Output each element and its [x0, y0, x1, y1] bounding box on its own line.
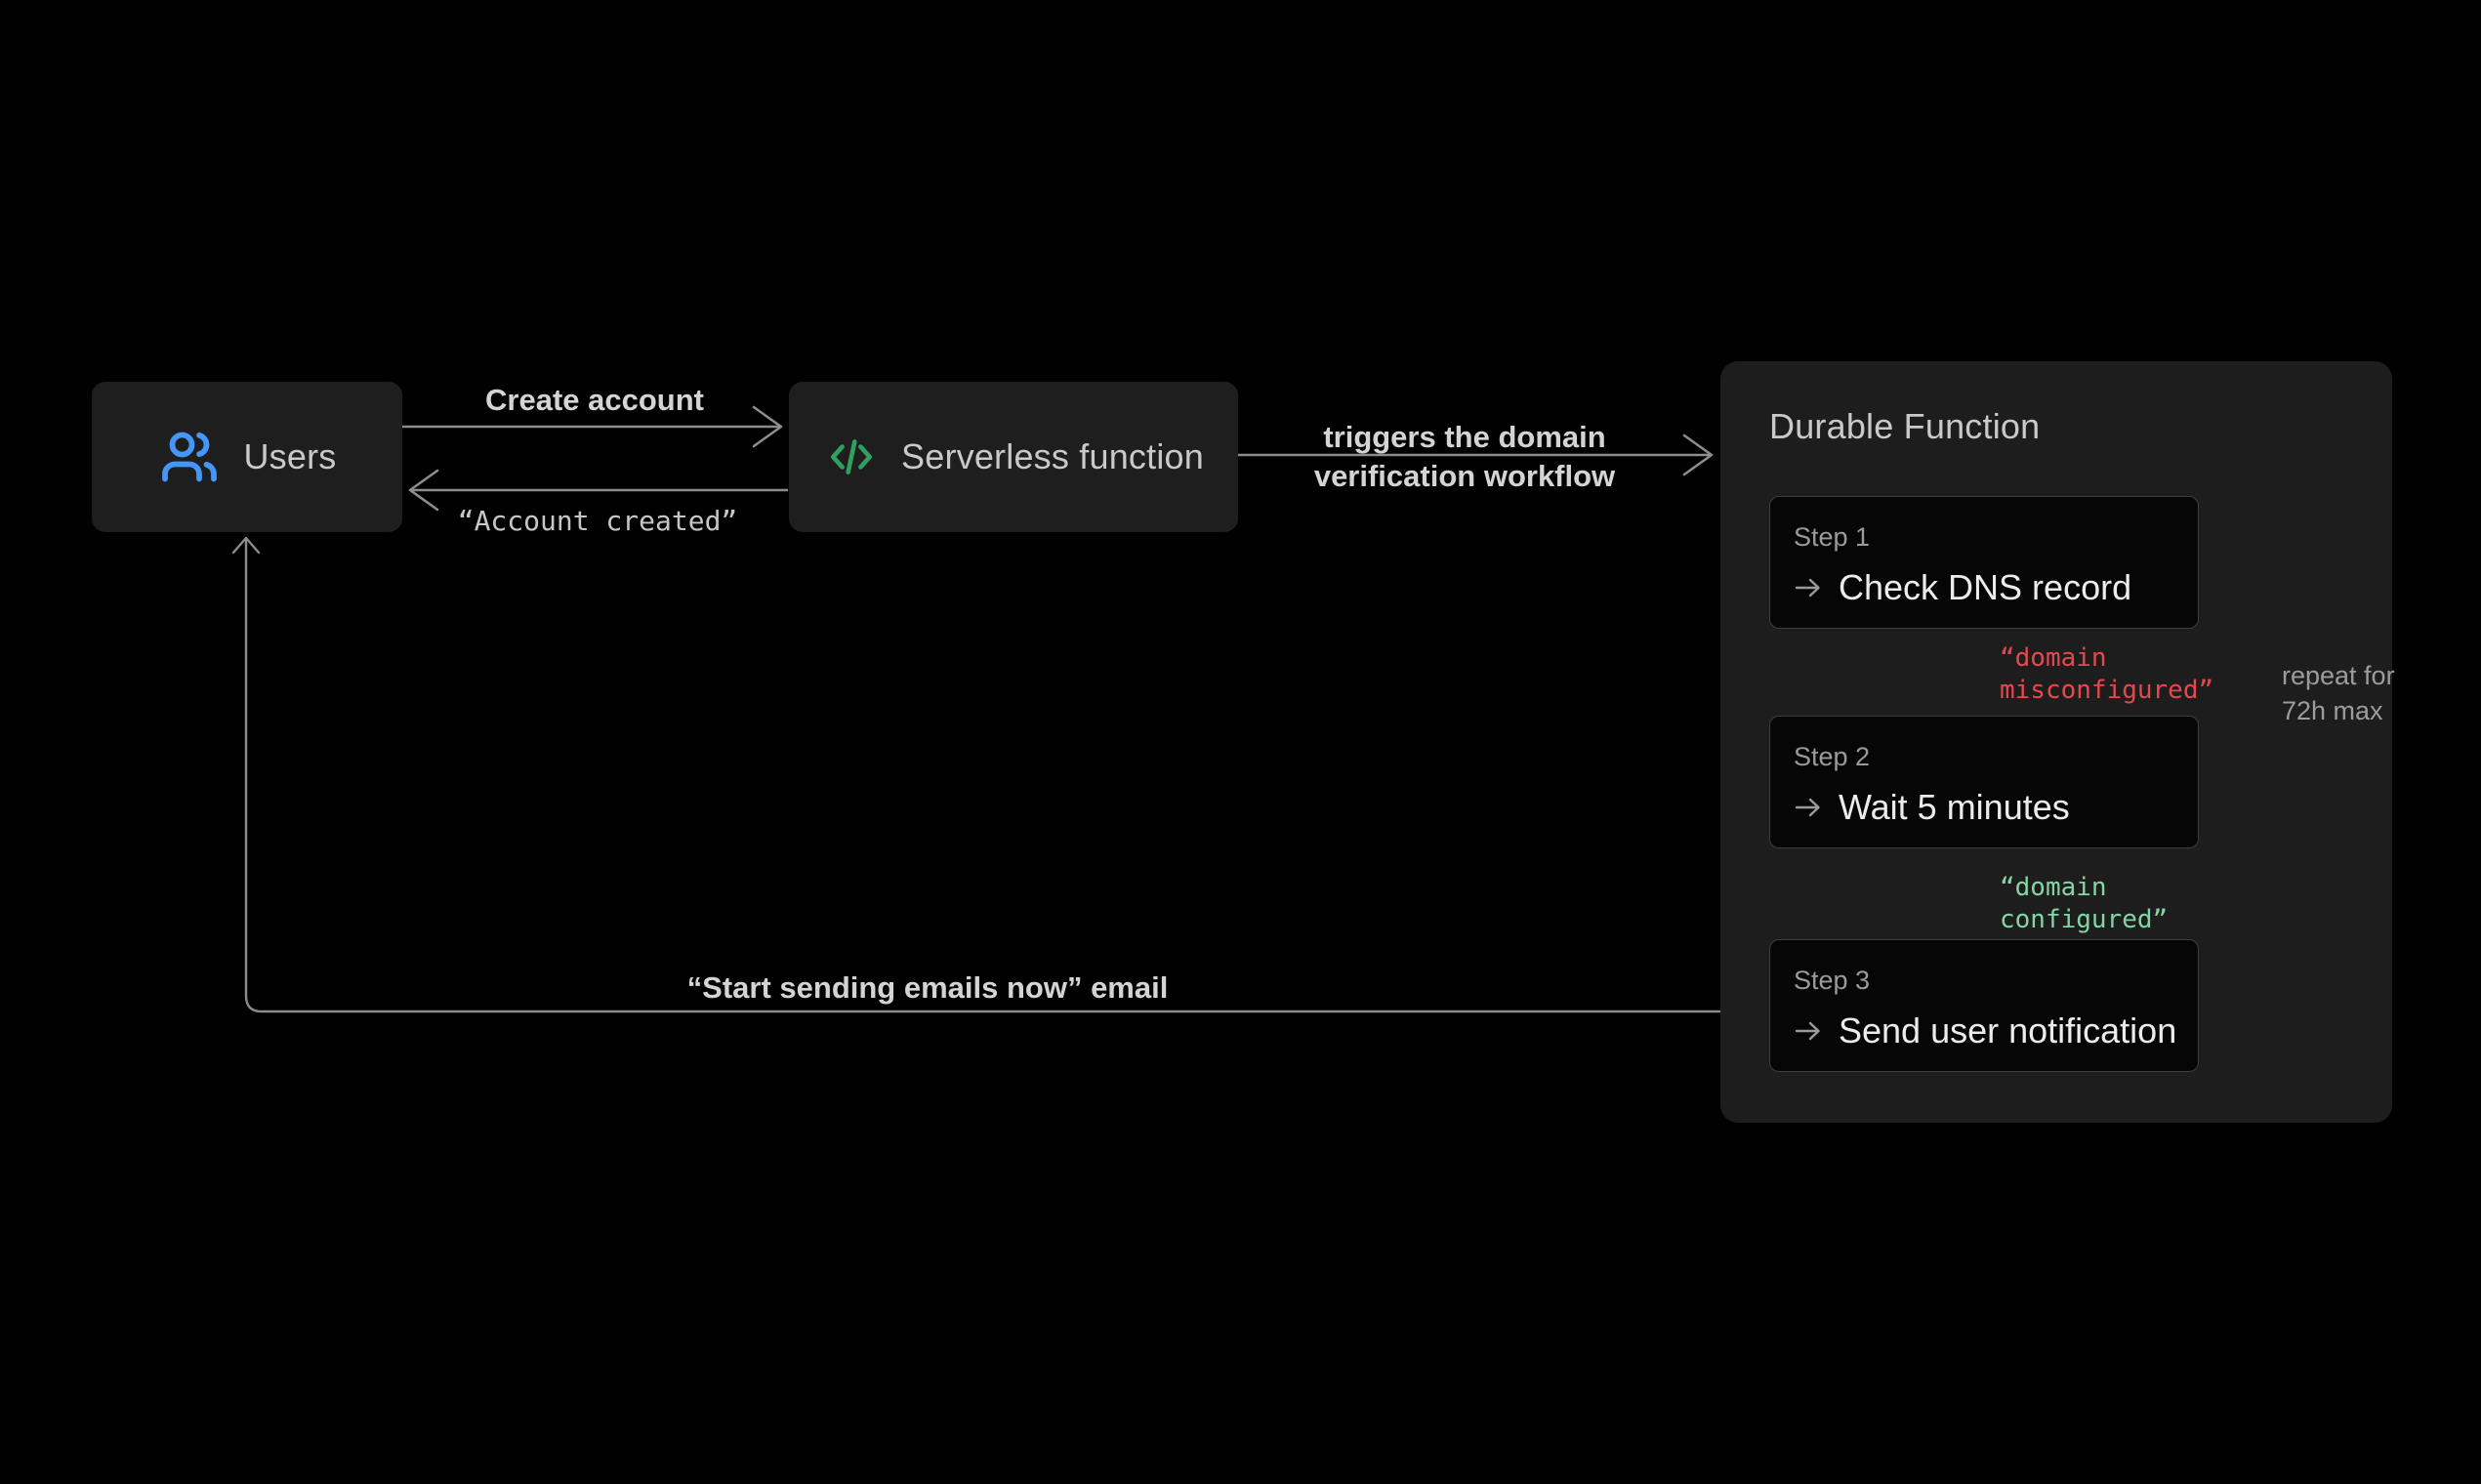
step-3-action-row: Send user notification: [1794, 1010, 2176, 1051]
step-2-action-row: Wait 5 minutes: [1794, 787, 2070, 828]
serverless-function-node: Serverless function: [789, 382, 1238, 532]
edge-label-create-account: Create account: [485, 383, 704, 417]
step-1-box: Step 1 Check DNS record: [1769, 496, 2199, 629]
step-3-action: Send user notification: [1839, 1010, 2177, 1051]
step-2-action: Wait 5 minutes: [1839, 787, 2070, 827]
users-node: Users: [92, 382, 402, 532]
edge-start-sending-arrow: [231, 536, 1770, 1013]
step-1-action-row: Check DNS record: [1794, 567, 2131, 608]
serverless-node-label: Serverless function: [901, 436, 1204, 476]
arrow-right-icon: [1795, 1021, 1820, 1041]
arrow-right-icon: [1795, 798, 1820, 817]
durable-function-panel: Durable Function Step 1 Check DNS record…: [1720, 361, 2392, 1123]
edge-label-triggers-workflow: triggers the domain verification workflo…: [1313, 420, 1616, 493]
step-2-name: Step 2: [1794, 742, 1871, 771]
code-icon: [830, 439, 873, 474]
edge-label-repeat-for-72h: repeat for 72h max: [2282, 661, 2395, 725]
edge-label-account-created: “Account created”: [457, 505, 738, 537]
step-2-box: Step 2 Wait 5 minutes: [1769, 716, 2199, 848]
step-1-name: Step 1: [1794, 522, 1871, 552]
edge-label-start-sending-emails: “Start sending emails now” email: [686, 970, 1169, 1005]
step-3-box: Step 3 Send user notification: [1769, 939, 2199, 1072]
edge-label-domain-misconfigured: “domain misconfigured”: [2000, 643, 2214, 705]
arrow-right-icon: [1795, 578, 1820, 598]
edge-label-domain-configured: “domain configured”: [2000, 873, 2169, 934]
users-icon: [162, 432, 218, 482]
step-1-action: Check DNS record: [1839, 567, 2132, 607]
edge-account-created-arrow: [408, 469, 789, 512]
step-3-name: Step 3: [1794, 966, 1871, 995]
users-node-label: Users: [243, 436, 337, 476]
durable-function-title: Durable Function: [1769, 406, 2041, 446]
